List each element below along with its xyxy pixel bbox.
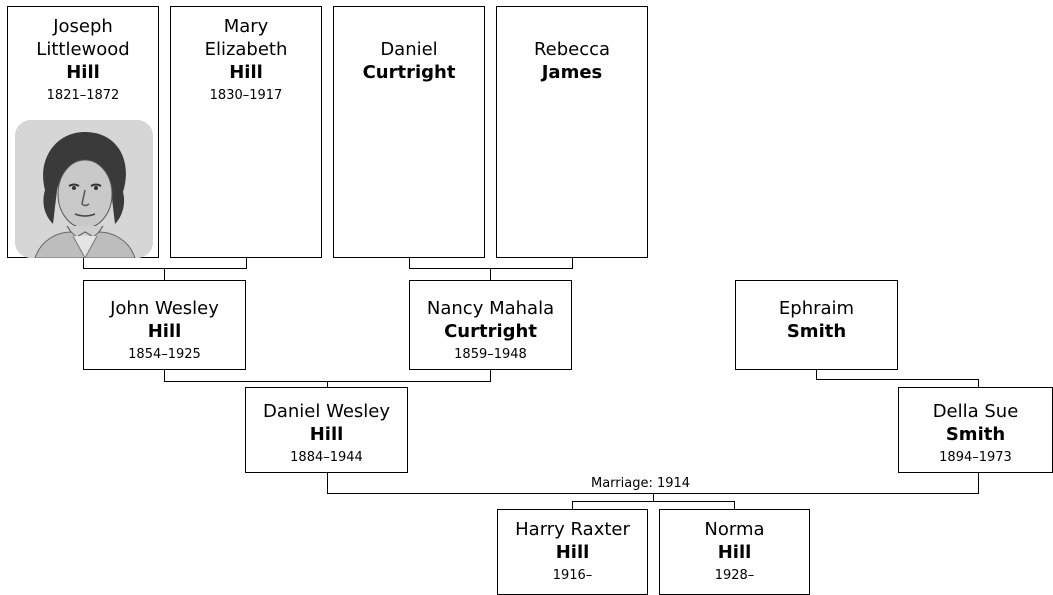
portrait-image bbox=[15, 120, 153, 258]
person-ephraim-smith: Ephraim Smith bbox=[735, 280, 898, 370]
surname: Hill bbox=[147, 321, 182, 342]
connector bbox=[490, 268, 491, 280]
connector bbox=[246, 258, 247, 268]
life-dates: 1884–1944 bbox=[290, 450, 363, 465]
connector bbox=[327, 473, 328, 493]
connector bbox=[572, 258, 573, 268]
surname: Hill bbox=[717, 542, 752, 563]
person-mary-elizabeth-hill: Mary Elizabeth Hill 1830–1917 bbox=[170, 6, 322, 258]
given-name: Della Sue bbox=[932, 401, 1019, 422]
surname: Curtright bbox=[444, 321, 537, 342]
person-harry-raxter-hill: Harry Raxter Hill 1916– bbox=[497, 509, 648, 595]
given-name: Joseph Littlewood bbox=[36, 16, 130, 60]
given-name: Daniel bbox=[380, 39, 438, 60]
given-name: John Wesley bbox=[110, 298, 219, 319]
given-name: Harry Raxter bbox=[515, 519, 630, 540]
connector bbox=[83, 268, 247, 269]
given-name: Daniel Wesley bbox=[262, 401, 391, 422]
life-dates: 1830–1917 bbox=[209, 88, 283, 103]
life-dates: 1928– bbox=[714, 568, 755, 583]
connector bbox=[83, 258, 84, 268]
surname: James bbox=[541, 62, 603, 83]
connector bbox=[409, 268, 573, 269]
surname: Hill bbox=[66, 62, 100, 83]
connector bbox=[572, 501, 735, 502]
given-name: Nancy Mahala bbox=[426, 298, 555, 319]
surname: Hill bbox=[309, 424, 344, 445]
connector bbox=[490, 370, 491, 381]
marriage-label: Marriage: 1914 bbox=[591, 476, 691, 491]
person-della-sue-smith: Della Sue Smith 1894–1973 bbox=[898, 387, 1053, 473]
connector bbox=[816, 370, 817, 379]
surname: Smith bbox=[786, 321, 847, 342]
connector bbox=[978, 379, 979, 387]
person-joseph-littlewood-hill: Joseph Littlewood Hill 1821–1872 bbox=[7, 6, 159, 258]
surname: Curtright bbox=[362, 62, 456, 83]
life-dates: 1894–1973 bbox=[939, 450, 1012, 465]
connector bbox=[164, 370, 165, 381]
given-name: Rebecca bbox=[533, 39, 611, 60]
person-rebecca-james: Rebecca James bbox=[496, 6, 648, 258]
given-name: Ephraim bbox=[778, 298, 855, 319]
connector bbox=[734, 501, 735, 509]
connector bbox=[572, 501, 573, 509]
surname: Hill bbox=[229, 62, 263, 83]
person-norma-hill: Norma Hill 1928– bbox=[659, 509, 810, 595]
life-dates: 1821–1872 bbox=[46, 88, 120, 103]
given-name: Norma bbox=[704, 519, 765, 540]
person-john-wesley-hill: John Wesley Hill 1854–1925 bbox=[83, 280, 246, 370]
connector bbox=[653, 493, 654, 501]
connector bbox=[978, 473, 979, 493]
life-dates: 1859–1948 bbox=[454, 347, 527, 362]
person-daniel-wesley-hill: Daniel Wesley Hill 1884–1944 bbox=[245, 387, 408, 473]
surname: Hill bbox=[555, 542, 590, 563]
surname: Smith bbox=[945, 424, 1006, 445]
life-dates: 1916– bbox=[552, 568, 593, 583]
person-nancy-mahala-curtright: Nancy Mahala Curtright 1859–1948 bbox=[409, 280, 572, 370]
connector bbox=[816, 379, 979, 380]
connector bbox=[327, 381, 328, 387]
given-name: Mary Elizabeth bbox=[204, 16, 288, 60]
person-daniel-curtright: Daniel Curtright bbox=[333, 6, 485, 258]
connector bbox=[164, 268, 165, 280]
life-dates: 1854–1925 bbox=[128, 347, 201, 362]
connector bbox=[409, 258, 410, 268]
